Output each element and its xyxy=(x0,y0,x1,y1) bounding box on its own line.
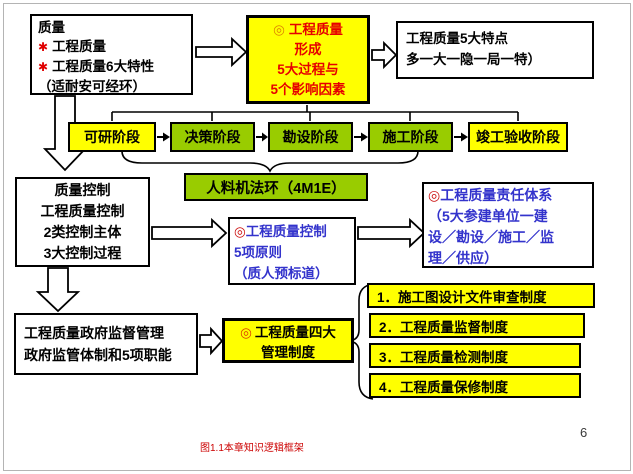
stage-box-acceptance: 竣工验收阶段 xyxy=(468,122,568,152)
systems-line-2: 管理制度 xyxy=(261,345,315,360)
control-line-1: 质量控制 xyxy=(54,182,111,198)
factors-box: 人料机法环（4M1E） xyxy=(184,173,368,201)
quality-line-2: ✱工程质量 xyxy=(38,39,107,54)
principles-line-2: 5项原则 xyxy=(234,245,283,260)
star-icon: ✱ xyxy=(38,60,49,74)
supervision-box: 工程质量政府监督管理 政府监管体制和5项职能 xyxy=(14,313,198,375)
quality-line-3: ✱工程质量6大特性 xyxy=(38,59,155,74)
principles-box: ◎工程质量控制 5项原则 （质人预标道） xyxy=(228,217,356,285)
systems-box: ◎工程质量四大 管理制度 xyxy=(222,318,354,363)
quality-box: 质量 ✱工程质量 ✱工程质量6大特性 （适耐安可经环） xyxy=(30,14,193,95)
system-item-supervision: 2．工程质量监督制度 xyxy=(369,313,585,338)
principles-line-3: （质人预标道） xyxy=(234,266,329,281)
system-item-testing: 3．工程质量检测制度 xyxy=(369,343,581,368)
formation-line-1: ◎工程质量 xyxy=(273,22,343,37)
features-line-1: 工程质量5大特点 xyxy=(406,31,509,46)
quality-line-4: （适耐安可经环） xyxy=(38,79,146,94)
formation-line-4: 5个影响因素 xyxy=(270,82,346,97)
stage-box-research: 可研阶段 xyxy=(68,122,156,152)
responsibility-line-3: 设／勘设／施工／监 xyxy=(428,229,554,245)
bullseye-icon: ◎ xyxy=(428,187,441,203)
slide-frame xyxy=(3,3,631,471)
star-icon: ✱ xyxy=(38,40,49,54)
features-box: 工程质量5大特点 多一大一隐一局一特） xyxy=(396,21,594,79)
bullseye-icon: ◎ xyxy=(234,224,246,239)
control-line-2: 工程质量控制 xyxy=(40,203,125,219)
formation-box: ◎工程质量 形成 5大过程与 5个影响因素 xyxy=(246,15,370,104)
features-line-2: 多一大一隐一局一特） xyxy=(406,52,541,67)
formation-line-2: 形成 xyxy=(294,42,322,57)
quality-line-1: 质量 xyxy=(38,20,65,35)
supervision-line-2: 政府监管体制和5项职能 xyxy=(24,347,172,363)
systems-line-1: ◎工程质量四大 xyxy=(240,325,336,340)
bullseye-icon: ◎ xyxy=(240,325,252,340)
control-line-3: 2类控制主体 xyxy=(43,224,122,240)
page-number: 6 xyxy=(580,425,588,440)
formation-line-3: 5大过程与 xyxy=(277,62,339,77)
principles-line-1: ◎工程质量控制 xyxy=(234,224,327,239)
control-box: 质量控制 工程质量控制 2类控制主体 3大控制过程 xyxy=(15,177,150,267)
responsibility-line-2: （5大参建单位一建 xyxy=(428,208,548,224)
responsibility-line-4: 理／供应） xyxy=(428,250,498,266)
stage-box-decision: 决策阶段 xyxy=(170,122,255,152)
system-item-warranty: 4．工程质量保修制度 xyxy=(369,373,581,398)
supervision-line-1: 工程质量政府监督管理 xyxy=(24,325,164,341)
stage-box-construction: 施工阶段 xyxy=(368,122,453,152)
system-item-design-review: 1．施工图设计文件审查制度 xyxy=(367,283,595,308)
bullseye-icon: ◎ xyxy=(273,22,285,37)
stage-box-survey-design: 勘设阶段 xyxy=(268,122,353,152)
control-line-4: 3大控制过程 xyxy=(43,245,122,261)
responsibility-box: ◎工程质量责任体系 （5大参建单位一建 设／勘设／施工／监 理／供应） xyxy=(422,182,594,268)
figure-caption: 图1.1本章知识逻辑框架 xyxy=(200,443,304,454)
responsibility-line-1: ◎工程质量责任体系 xyxy=(428,187,553,203)
